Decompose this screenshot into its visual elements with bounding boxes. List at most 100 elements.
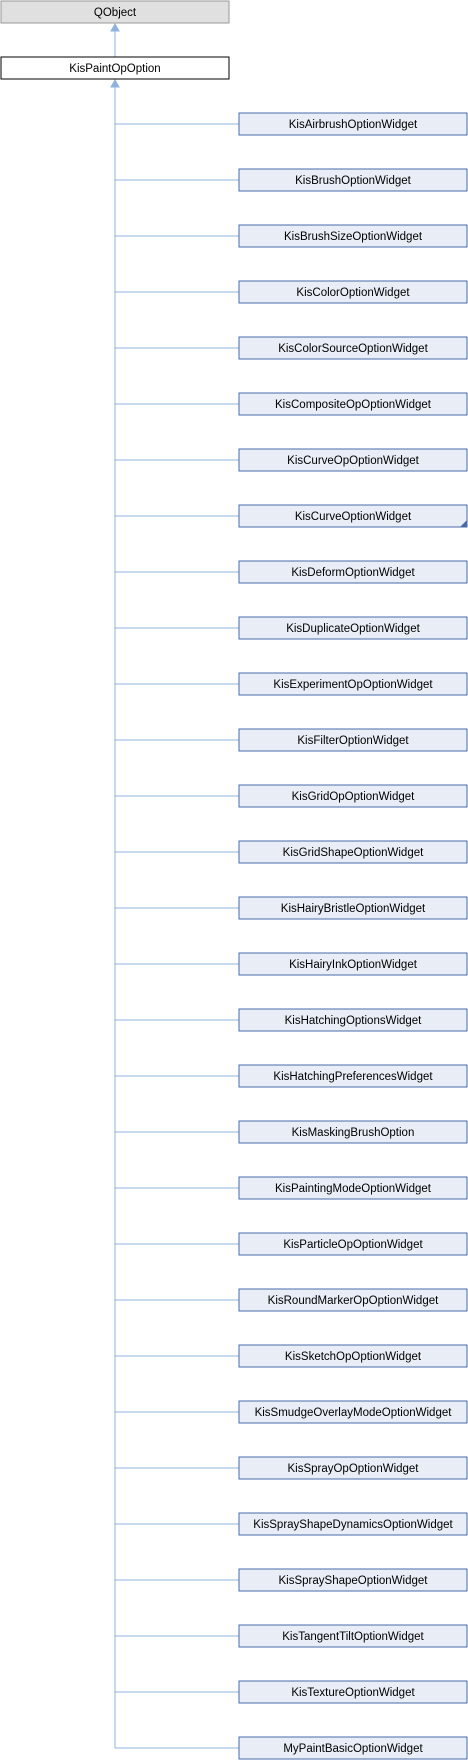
class-node-box (238, 1232, 468, 1256)
class-node-box (238, 952, 468, 976)
class-node-box (238, 1680, 468, 1704)
class-node[interactable]: KisHatchingOptionsWidget (238, 1008, 468, 1032)
class-node-box (238, 1344, 468, 1368)
class-node-label: KisCurveOpOptionWidget (287, 455, 419, 467)
class-node[interactable]: KisHatchingPreferencesWidget (238, 1064, 468, 1088)
class-node-box (238, 392, 468, 416)
class-node-label: KisMaskingBrushOption (292, 1127, 415, 1139)
class-node-label: KisDeformOptionWidget (291, 567, 415, 579)
class-node[interactable]: KisCompositeOpOptionWidget (238, 392, 468, 416)
class-node-label: KisExperimentOpOptionWidget (273, 679, 433, 691)
class-node-box (238, 504, 468, 528)
inheritance-connectors (110, 22, 239, 1749)
class-node-box (238, 1512, 468, 1536)
class-node-box (238, 1176, 468, 1200)
class-node[interactable]: KisSprayShapeOptionWidget (238, 1568, 468, 1592)
class-node-box (238, 1400, 468, 1424)
derived-classes: KisAirbrushOptionWidgetKisBrushOptionWid… (238, 112, 468, 1760)
class-node-box (238, 672, 468, 696)
class-node[interactable]: KisParticleOpOptionWidget (238, 1232, 468, 1256)
class-node[interactable]: KisSprayOpOptionWidget (238, 1456, 468, 1480)
class-node-label: KisHairyBristleOptionWidget (281, 903, 426, 915)
class-node-label: MyPaintBasicOptionWidget (283, 1743, 423, 1755)
arrow-to-kispaintopoption (110, 78, 120, 88)
class-node-box (238, 1736, 468, 1760)
class-node[interactable]: KisSmudgeOverlayModeOptionWidget (238, 1400, 468, 1424)
class-node[interactable]: KisDeformOptionWidget (238, 560, 468, 584)
class-node[interactable]: KisSketchOpOptionWidget (238, 1344, 468, 1368)
class-node-box (238, 728, 468, 752)
class-node[interactable]: KisBrushSizeOptionWidget (238, 224, 468, 248)
class-node-box (238, 1568, 468, 1592)
class-node-label: KisDuplicateOptionWidget (286, 623, 420, 635)
class-node-label: KisCurveOptionWidget (295, 511, 412, 523)
class-node[interactable]: KisGridShapeOptionWidget (238, 840, 468, 864)
class-node[interactable]: KisFilterOptionWidget (238, 728, 468, 752)
class-node-box (238, 1624, 468, 1648)
class-node-label: KisHairyInkOptionWidget (289, 959, 418, 971)
class-node[interactable]: KisMaskingBrushOption (238, 1120, 468, 1144)
class-node-label: KisSprayShapeDynamicsOptionWidget (253, 1519, 453, 1531)
class-node-label: KisSketchOpOptionWidget (285, 1351, 422, 1363)
arrow-to-qobject (110, 22, 120, 32)
class-node-label: KisSmudgeOverlayModeOptionWidget (255, 1407, 453, 1419)
class-node-label: KisTangentTiltOptionWidget (282, 1631, 424, 1643)
class-node-label: KisGridShapeOptionWidget (283, 847, 424, 859)
class-node-label: KisBrushOptionWidget (295, 175, 411, 187)
class-node-label: KisColorOptionWidget (296, 287, 410, 299)
class-node-box (238, 1456, 468, 1480)
class-node-box (238, 1120, 468, 1144)
class-node-label: KisCompositeOpOptionWidget (275, 399, 432, 411)
class-node-label: KisParticleOpOptionWidget (283, 1239, 423, 1251)
kispaintopoption-node[interactable]: KisPaintOpOption (0, 56, 230, 80)
class-node-label: KisAirbrushOptionWidget (289, 119, 418, 131)
class-node-box (238, 336, 468, 360)
class-node[interactable]: KisBrushOptionWidget (238, 168, 468, 192)
class-node[interactable]: KisHairyInkOptionWidget (238, 952, 468, 976)
class-node-box (238, 168, 468, 192)
class-node[interactable]: KisCurveOpOptionWidget (238, 448, 468, 472)
class-node[interactable]: KisDuplicateOptionWidget (238, 616, 468, 640)
class-node-box (238, 616, 468, 640)
class-node-label: KisSprayOpOptionWidget (287, 1463, 419, 1475)
class-node[interactable]: KisGridOpOptionWidget (238, 784, 468, 808)
class-node-label: KisHatchingPreferencesWidget (273, 1071, 433, 1083)
class-node[interactable]: KisHairyBristleOptionWidget (238, 896, 468, 920)
class-node-box (238, 784, 468, 808)
class-node-box (238, 112, 468, 136)
qobject-label: QObject (94, 7, 137, 19)
kispaintopoption-label: KisPaintOpOption (69, 63, 160, 75)
class-node-box (238, 1008, 468, 1032)
class-node-box (238, 224, 468, 248)
more-subclasses-marker-icon (460, 520, 467, 527)
class-node[interactable]: KisAirbrushOptionWidget (238, 112, 468, 136)
class-node-box (238, 448, 468, 472)
class-node-label: KisGridOpOptionWidget (292, 791, 416, 803)
class-node-box (238, 1288, 468, 1312)
class-node-label: KisRoundMarkerOpOptionWidget (268, 1295, 439, 1307)
class-node-label: KisBrushSizeOptionWidget (284, 231, 423, 243)
class-node-box (238, 560, 468, 584)
class-node[interactable]: KisTangentTiltOptionWidget (238, 1624, 468, 1648)
class-node[interactable]: KisRoundMarkerOpOptionWidget (238, 1288, 468, 1312)
class-node-box (238, 840, 468, 864)
class-node-label: KisFilterOptionWidget (297, 735, 409, 747)
class-node-box (238, 1064, 468, 1088)
qobject-node[interactable]: QObject (0, 0, 230, 24)
class-node-label: KisTextureOptionWidget (291, 1687, 415, 1699)
class-node[interactable]: KisColorSourceOptionWidget (238, 336, 468, 360)
class-node[interactable]: KisExperimentOpOptionWidget (238, 672, 468, 696)
class-node-label: KisSprayShapeOptionWidget (279, 1575, 429, 1587)
class-node[interactable]: MyPaintBasicOptionWidget (238, 1736, 468, 1760)
class-node-box (238, 896, 468, 920)
class-node-label: KisPaintingModeOptionWidget (275, 1183, 432, 1195)
class-node[interactable]: KisSprayShapeDynamicsOptionWidget (238, 1512, 468, 1536)
class-node[interactable]: KisPaintingModeOptionWidget (238, 1176, 468, 1200)
class-node[interactable]: KisTextureOptionWidget (238, 1680, 468, 1704)
class-node-label: KisHatchingOptionsWidget (285, 1015, 423, 1027)
class-node-label: KisColorSourceOptionWidget (278, 343, 428, 355)
class-node[interactable]: KisColorOptionWidget (238, 280, 468, 304)
class-node-box (238, 280, 468, 304)
class-node[interactable]: KisCurveOptionWidget (238, 504, 468, 528)
